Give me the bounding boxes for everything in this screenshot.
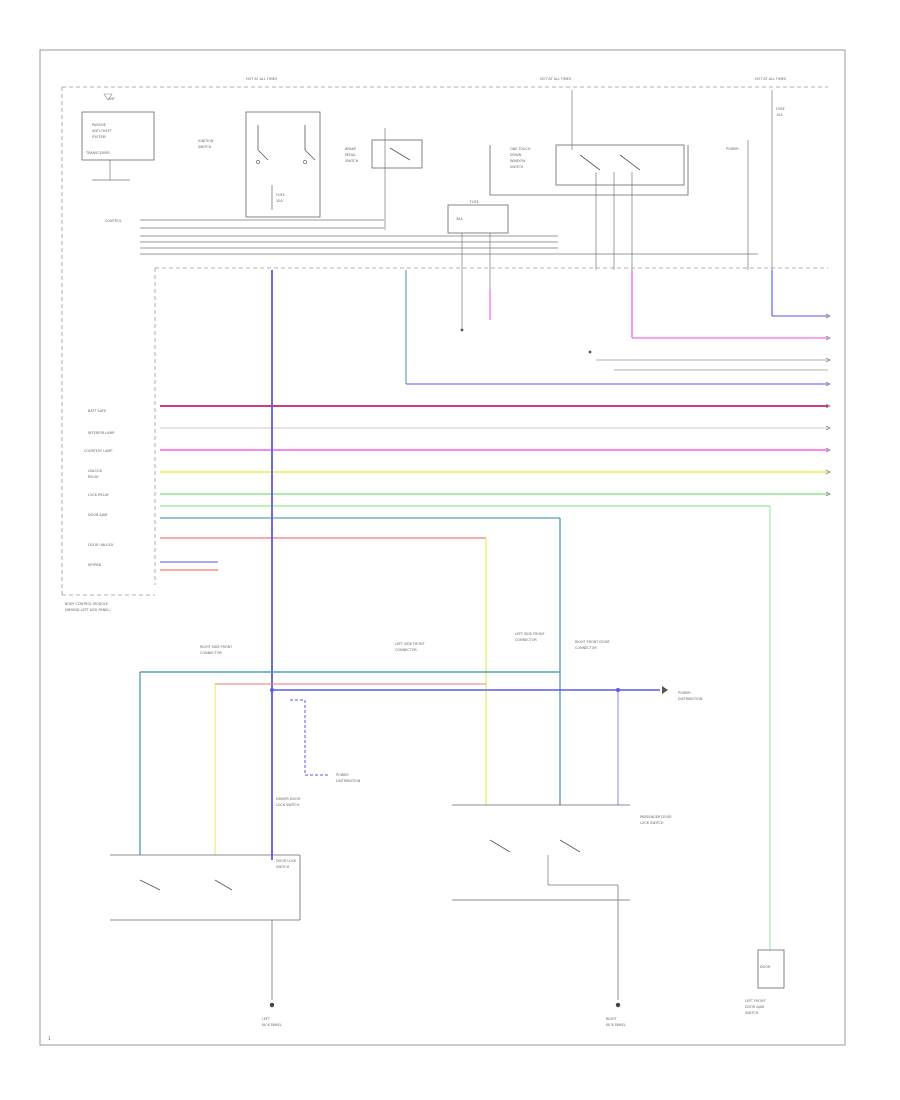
svg-text:UNLOCK: UNLOCK — [88, 469, 103, 473]
svg-text:DOOR: DOOR — [760, 965, 771, 969]
svg-text:PEDAL: PEDAL — [345, 153, 356, 157]
brake-pedal-switch: BRAKE PEDAL SWITCH — [345, 128, 423, 230]
svg-text:15A: 15A — [776, 113, 783, 117]
svg-text:POWER: POWER — [678, 691, 691, 695]
svg-text:BRAKE: BRAKE — [345, 147, 356, 151]
svg-text:LEFT: LEFT — [262, 1017, 271, 1021]
svg-text:PASSENGER DOOR: PASSENGER DOOR — [640, 815, 672, 819]
svg-text:RIGHT SIDE FRONT: RIGHT SIDE FRONT — [200, 645, 233, 649]
top-left-module: ANT PASSIVE ANTI-THEFT SYSTEM TRANSCEIVE… — [81, 93, 155, 181]
svg-text:POWER: POWER — [726, 147, 739, 151]
svg-text:POWER: POWER — [336, 773, 349, 777]
svg-text:HOT AT ALL TIMES: HOT AT ALL TIMES — [246, 77, 277, 81]
window-switch-assembly: ONE-TOUCH DOWN WINDOW SWITCH — [489, 90, 689, 270]
svg-text:IGNITION: IGNITION — [198, 139, 214, 143]
svg-text:HOT AT ALL TIMES: HOT AT ALL TIMES — [540, 77, 571, 81]
driver-door-lock-switch: DRIVER DOOR LOCK SWITCH DOOR LOCK SWITCH… — [110, 797, 301, 1027]
svg-text:ANTI-THEFT: ANTI-THEFT — [92, 129, 112, 133]
svg-text:CONNECTOR: CONNECTOR — [395, 648, 417, 652]
control-bus: CONTROL — [105, 219, 758, 255]
svg-text:DOOR AJAR: DOOR AJAR — [745, 1005, 765, 1009]
svg-text:COURTESY LAMP: COURTESY LAMP — [84, 449, 112, 453]
svg-text:INTERIOR LAMP: INTERIOR LAMP — [88, 431, 114, 435]
svg-text:SWITCH: SWITCH — [276, 865, 290, 869]
svg-text:FUSE: FUSE — [776, 107, 785, 111]
svg-text:WINDOW: WINDOW — [510, 159, 526, 163]
svg-text:ANT: ANT — [108, 97, 116, 101]
svg-text:LEFT SIDE FRONT: LEFT SIDE FRONT — [515, 632, 546, 636]
svg-text:DRIVER DOOR: DRIVER DOOR — [276, 797, 301, 801]
svg-text:DOWN: DOWN — [510, 153, 522, 157]
svg-text:LEFT FRONT: LEFT FRONT — [745, 999, 767, 1003]
svg-text:FUSE: FUSE — [470, 200, 479, 204]
ignition-switch: IGNITION SWITCH FUSE 10A — [198, 111, 321, 218]
svg-text:KICK PANEL: KICK PANEL — [262, 1023, 282, 1027]
svg-text:DISTRIBUTION: DISTRIBUTION — [678, 697, 703, 701]
svg-text:CONTROL: CONTROL — [105, 219, 122, 223]
svg-text:SWITCH: SWITCH — [510, 165, 524, 169]
svg-text:PASSIVE: PASSIVE — [92, 123, 106, 127]
svg-text:10A: 10A — [276, 199, 283, 203]
svg-text:RELAY: RELAY — [88, 475, 100, 479]
svg-text:KEYPAD: KEYPAD — [88, 563, 102, 567]
svg-text:LEFT SIDE FRONT: LEFT SIDE FRONT — [395, 642, 426, 646]
svg-text:HOT AT ALL TIMES: HOT AT ALL TIMES — [755, 77, 786, 81]
svg-text:30A: 30A — [456, 217, 463, 221]
svg-text:DISTRIBUTION: DISTRIBUTION — [336, 779, 361, 783]
svg-text:DOOR UNLOCK: DOOR UNLOCK — [88, 543, 114, 547]
svg-text:SYSTEM: SYSTEM — [92, 135, 106, 139]
svg-text:CONNECTOR: CONNECTOR — [200, 651, 222, 655]
svg-text:LOCK RELAY: LOCK RELAY — [88, 493, 110, 497]
svg-text:FUSE: FUSE — [276, 193, 285, 197]
page-number: 1 — [48, 1036, 51, 1041]
passenger-door-lock-switch: PASSENGER DOOR LOCK SWITCH RIGHT KICK PA… — [452, 804, 672, 1027]
svg-text:RIGHT: RIGHT — [606, 1017, 618, 1021]
svg-text:DOOR AJAR: DOOR AJAR — [88, 513, 108, 517]
splice-area: RIGHT SIDE FRONT CONNECTOR LEFT SIDE FRO… — [139, 632, 703, 855]
body-control-module: BODY CONTROL MODULE (BEHIND LEFT KICK PA… — [65, 267, 828, 612]
svg-text:KICK PANEL: KICK PANEL — [606, 1023, 626, 1027]
svg-text:RIGHT FRONT DOOR: RIGHT FRONT DOOR — [575, 640, 610, 644]
wire-harness — [160, 270, 828, 571]
right-fuse: FUSE 15A POWER — [726, 90, 785, 270]
svg-text:LOCK SWITCH: LOCK SWITCH — [276, 803, 300, 807]
svg-text:TRANSCEIVER: TRANSCEIVER — [85, 151, 110, 155]
svg-text:LOCK SWITCH: LOCK SWITCH — [640, 821, 664, 825]
right-edge-connectors — [825, 313, 831, 497]
svg-text:CONNECTOR: CONNECTOR — [575, 646, 597, 650]
svg-text:SWITCH: SWITCH — [745, 1011, 759, 1015]
svg-text:BODY CONTROL MODULE: BODY CONTROL MODULE — [65, 602, 108, 606]
page-border — [39, 49, 846, 1046]
svg-text:SWITCH: SWITCH — [198, 145, 212, 149]
svg-text:SWITCH: SWITCH — [345, 159, 359, 163]
svg-text:ONE-TOUCH: ONE-TOUCH — [510, 147, 531, 151]
svg-text:CONNECTOR: CONNECTOR — [515, 638, 537, 642]
svg-text:(BEHIND LEFT KICK PANEL): (BEHIND LEFT KICK PANEL) — [65, 608, 111, 612]
svg-text:BATT SAFE: BATT SAFE — [88, 409, 106, 413]
door-ajar-switch: DOOR LEFT FRONT DOOR AJAR SWITCH — [745, 949, 785, 1015]
relay-box: FUSE 30A — [447, 200, 509, 330]
svg-text:DOOR LOCK: DOOR LOCK — [276, 859, 297, 863]
